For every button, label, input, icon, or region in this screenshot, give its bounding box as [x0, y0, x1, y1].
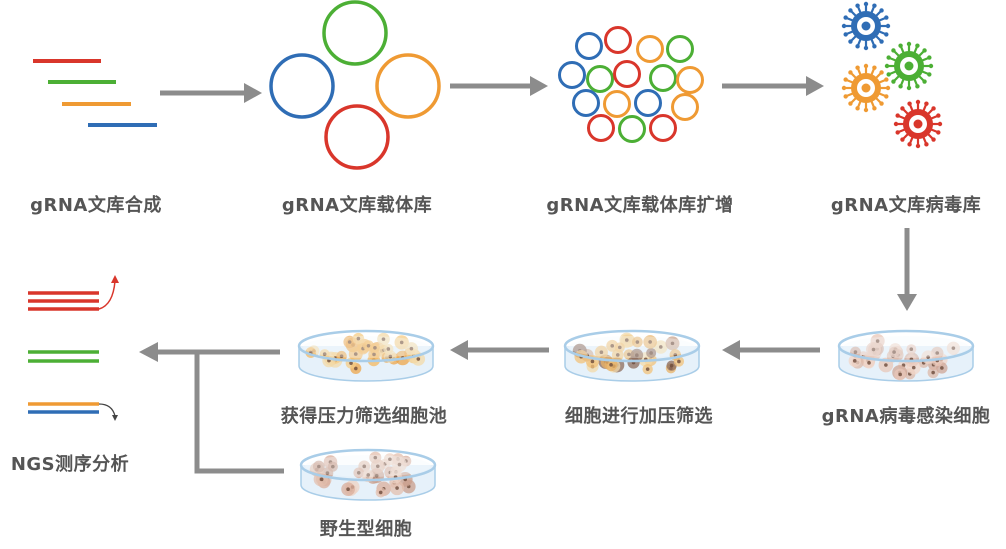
step-label-selected-pool: 获得压力筛选细胞池	[280, 406, 448, 427]
step-label-synthesis: gRNA文库合成	[30, 195, 162, 216]
plasmid-rings-icon	[269, 0, 441, 170]
petri-dish-selected-pool-icon	[297, 329, 435, 382]
arrow-vector-to-amplification	[450, 76, 548, 96]
petri-dish-infection-icon	[837, 329, 975, 382]
depleted-reads	[28, 402, 118, 421]
plasmid-ring	[603, 90, 631, 118]
connector-wildtype-to-ngs	[194, 352, 284, 474]
amplified-plasmids-icon	[558, 26, 704, 143]
sequencing-reads-icon	[28, 275, 119, 421]
plasmid-ring	[666, 35, 694, 63]
step-label-virus-library: gRNA文库病毒库	[830, 195, 982, 216]
step-label-wild-type: 野生型细胞	[319, 519, 413, 540]
step-label-vector-amplification: gRNA文库载体库扩增	[546, 195, 734, 216]
plasmid-ring	[649, 64, 677, 92]
arrow-pool-to-ngs	[139, 342, 280, 362]
plasmid-ring	[671, 93, 699, 121]
arrow-amplification-to-virus	[722, 76, 824, 96]
step-label-infection: gRNA病毒感染细胞	[821, 406, 991, 427]
step-label-selection: 细胞进行加压筛选	[565, 406, 713, 427]
plasmid-ring	[618, 115, 646, 143]
plasmid-ring	[604, 26, 632, 54]
virus-particle	[893, 99, 943, 149]
virus-particle	[841, 63, 891, 113]
arrow-virus-to-infection	[897, 228, 917, 311]
plasmid-ring	[613, 60, 641, 88]
virus-particle	[841, 1, 891, 51]
plasmid-ring	[649, 114, 677, 142]
virus-icon	[841, 1, 943, 149]
plasmid-ring	[572, 89, 600, 117]
petri-dish-wild-type-icon	[299, 448, 437, 501]
plasmid-ring	[586, 65, 614, 93]
oligo-lines-icon	[33, 59, 157, 127]
plasmid-ring	[558, 61, 586, 89]
plasmid-ring	[587, 114, 615, 142]
plasmid-ring	[636, 35, 664, 63]
unchanged-reads	[28, 350, 99, 363]
petri-dish-selection-icon	[563, 329, 701, 382]
arrow-infection-to-selection	[722, 340, 820, 360]
virus-particle	[884, 41, 934, 91]
plasmid-ring	[634, 89, 662, 117]
enriched-reads	[28, 275, 119, 311]
arrow-synthesis-to-vector	[160, 83, 262, 103]
plasmid-ring	[676, 66, 704, 94]
arrow-selection-to-pool	[450, 340, 549, 360]
step-label-ngs: NGS测序分析	[10, 454, 130, 475]
step-label-vector-library: gRNA文库载体库	[281, 195, 433, 216]
plasmid-ring	[575, 32, 603, 60]
